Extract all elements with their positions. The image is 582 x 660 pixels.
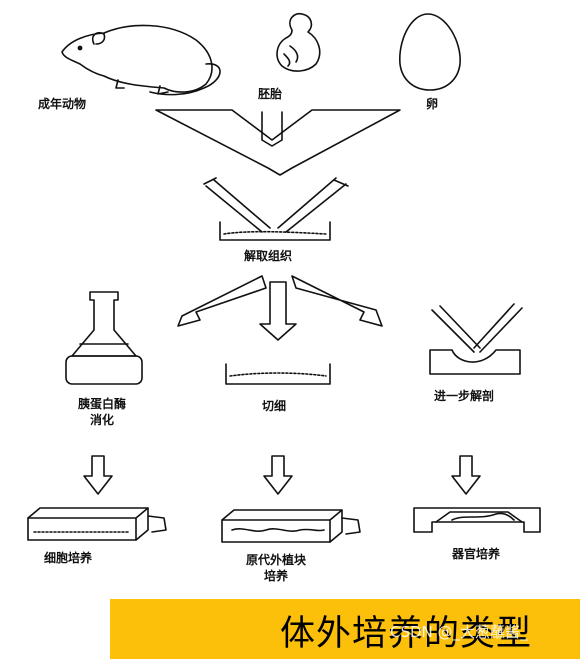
down-arrows: [83, 455, 481, 495]
egg-drawing: [399, 13, 461, 91]
label-mince: 切细: [262, 399, 287, 413]
flask-drawing: [65, 291, 143, 385]
title-banner: 体外培养的类型 CSDN @_大葱蘸酱_: [110, 599, 580, 659]
culture-flask-cells: [27, 507, 167, 541]
merge-arrow: [155, 109, 401, 176]
mouse-drawing: [61, 24, 221, 96]
culture-flask-explant: [221, 509, 361, 543]
label-organ-culture: 器官培养: [452, 547, 501, 561]
split-arrows: [177, 275, 383, 341]
label-dissect: 解取组织: [244, 249, 293, 263]
further-dissect-dish: [429, 303, 523, 375]
label-egg: 卵: [426, 97, 439, 111]
label-embryo: 胚胎: [258, 87, 283, 101]
embryo-drawing: [276, 12, 321, 72]
label-adult-animal: 成年动物: [38, 97, 87, 111]
label-explant-line1: 原代外植块: [245, 553, 307, 567]
dissection-dish: [203, 177, 349, 241]
label-further-dissect: 进一步解剖: [434, 389, 495, 403]
label-explant-line2: 培养: [263, 569, 289, 583]
mince-dish: [225, 363, 331, 385]
banner-title: 体外培养的类型: [280, 614, 533, 654]
watermark: CSDN @_大葱蘸酱_: [390, 623, 528, 641]
organ-culture-dish: [413, 507, 541, 533]
label-trypsin-line1: 胰蛋白酶: [77, 397, 127, 411]
label-cell-culture: 细胞培养: [44, 551, 93, 565]
label-trypsin-line2: 消化: [89, 413, 115, 427]
